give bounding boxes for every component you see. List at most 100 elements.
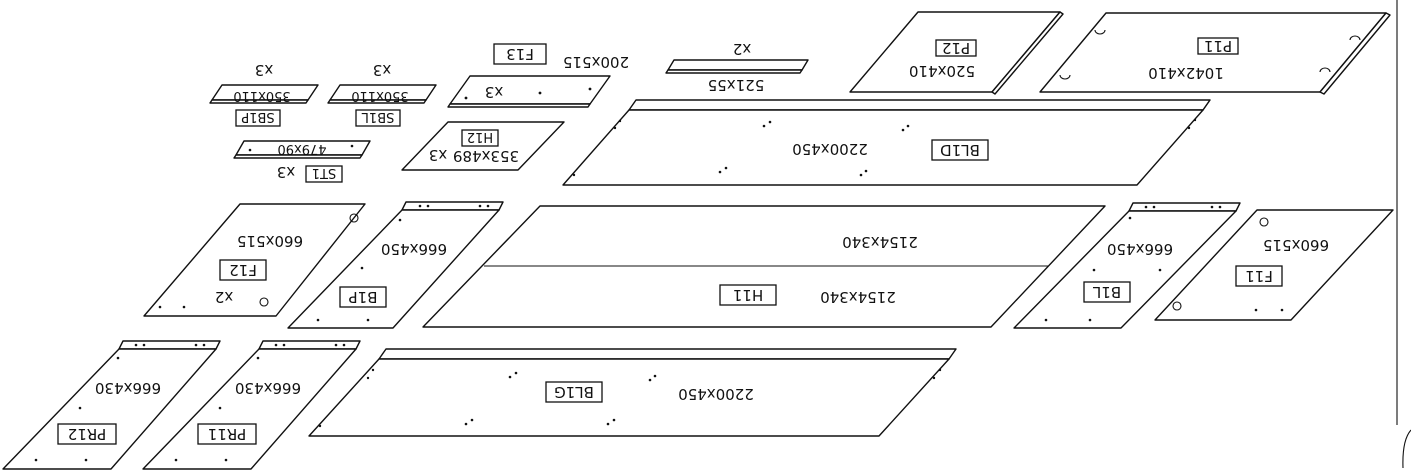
- bl1g-edge: [378, 348, 957, 360]
- h11-size-bottom: 2154x340: [820, 288, 896, 306]
- pr12-dot: [34, 458, 38, 462]
- f11-code-box: [1235, 265, 1283, 287]
- bl1d-dot: [718, 170, 722, 174]
- pr11-dot: [174, 458, 178, 462]
- b1p-code-box: [339, 286, 387, 308]
- pr12-code-box: [57, 423, 117, 445]
- part-b1l: 666x450 B1L: [1013, 202, 1241, 329]
- f13-size: 200x515: [563, 53, 629, 71]
- bl1d-dot: [864, 169, 868, 173]
- part-521x55: x2 521x55: [665, 40, 809, 94]
- part-f11: 660x515 F11: [1154, 209, 1394, 321]
- f12-code-box: [219, 259, 267, 281]
- f13-edge: [447, 103, 591, 108]
- bl1d-dot: [1187, 126, 1191, 130]
- b1p-dot: [398, 218, 402, 222]
- part-b1p: 666x450 B1P: [287, 201, 504, 329]
- b1p-dot: [418, 204, 422, 208]
- bl1g-dot: [470, 418, 474, 422]
- x55-qty: x2: [733, 40, 751, 58]
- x55-edge: [665, 69, 803, 74]
- b1p-code: B1P: [349, 288, 378, 306]
- x55-panel: [667, 59, 809, 71]
- h12-qty: x3: [429, 146, 447, 164]
- pr12-dot: [78, 406, 82, 410]
- p12-code: P12: [942, 39, 970, 57]
- f12-code: F12: [229, 261, 257, 279]
- b1p-dot: [478, 204, 482, 208]
- b1p-dot: [426, 204, 430, 208]
- f11-size: 660x515: [1263, 236, 1329, 254]
- p11-hole: [1349, 35, 1361, 41]
- bl1g-dot: [508, 375, 512, 379]
- bl1d-dot: [724, 166, 728, 170]
- f11-panel: [1154, 209, 1394, 321]
- f13-dot: [464, 96, 468, 100]
- f11-code: F11: [1245, 267, 1273, 285]
- p11-size: 1042x410: [1148, 64, 1224, 82]
- b1p-size: 666x450: [381, 240, 447, 258]
- f11-dot: [1254, 308, 1258, 312]
- b1p-dot: [486, 204, 490, 208]
- bl1d-code: BL1D: [940, 141, 980, 159]
- sb1l-qty: x3: [373, 61, 391, 79]
- part-f13: x3 F13 200x515: [447, 43, 629, 108]
- b1l-dot: [1158, 268, 1162, 272]
- p11-hole: [1094, 29, 1106, 35]
- b1l-code: B1L: [1092, 283, 1121, 301]
- sb1l-code-box: [355, 109, 401, 127]
- b1l-dot: [1218, 205, 1222, 209]
- bl1d-dot: [762, 124, 766, 128]
- p12-size: 520x410: [909, 62, 975, 80]
- h11-code: H11: [733, 286, 763, 304]
- b1l-dot: [1128, 216, 1132, 220]
- st1-code-box: [305, 165, 343, 183]
- sb1p-qty: x3: [255, 61, 273, 79]
- sb1l-edge: [327, 99, 427, 104]
- bl1d-dot: [613, 126, 617, 130]
- p11-hole: [1059, 74, 1071, 80]
- corner-curl: [1402, 429, 1411, 469]
- part-p12: P12 520x410: [849, 11, 1064, 95]
- p11-hole: [1319, 67, 1331, 73]
- bl1g-dot: [366, 376, 370, 380]
- bl1g-dot: [648, 378, 652, 382]
- bl1g-dot: [514, 371, 518, 375]
- bl1d-dot: [901, 128, 905, 132]
- b1l-dot: [1088, 318, 1092, 322]
- p11-edge: [1319, 12, 1391, 95]
- b1p-dot: [366, 318, 370, 322]
- bl1d-line: [1202, 99, 1211, 111]
- sb1p-code-box: [235, 109, 281, 127]
- bl1g-code-box: [545, 381, 603, 403]
- pr12-dot: [142, 343, 146, 347]
- pr12-dot: [84, 458, 88, 462]
- f11-dot: [1280, 308, 1284, 312]
- bl1d-panel: [562, 109, 1204, 186]
- p11-code: P11: [1204, 37, 1232, 55]
- pr11-dot: [224, 458, 228, 462]
- part-p11: P11 1042x410: [1039, 12, 1391, 95]
- bl1g-panel: [308, 358, 950, 437]
- bl1d-code-box: [931, 139, 989, 161]
- b1l-dot: [1044, 318, 1048, 322]
- p12-code-box: [935, 39, 977, 57]
- part-sb1l: x3 350x110 SB1L: [327, 61, 437, 127]
- part-bl1d: 2200x450 BL1D: [562, 99, 1211, 186]
- bl1d-dot: [859, 173, 863, 177]
- sb1l-size: 350x110: [351, 88, 408, 103]
- b1l-panel: [1013, 210, 1237, 329]
- st1-size: 479x90: [277, 141, 326, 156]
- b1l-dot: [1092, 268, 1096, 272]
- b1l-dot: [1152, 205, 1156, 209]
- pr11-panel: [142, 348, 357, 470]
- bl1g-dot: [932, 376, 936, 380]
- f12-size: 660x515: [237, 232, 303, 250]
- f13-code-box: [493, 43, 547, 65]
- sb1l-code: SB1L: [361, 109, 394, 124]
- b1l-dot: [1210, 205, 1214, 209]
- bl1g-size: 2200x450: [678, 385, 754, 403]
- part-st1: 479x90 ST1 x3: [233, 140, 371, 183]
- f13-dot: [538, 91, 542, 95]
